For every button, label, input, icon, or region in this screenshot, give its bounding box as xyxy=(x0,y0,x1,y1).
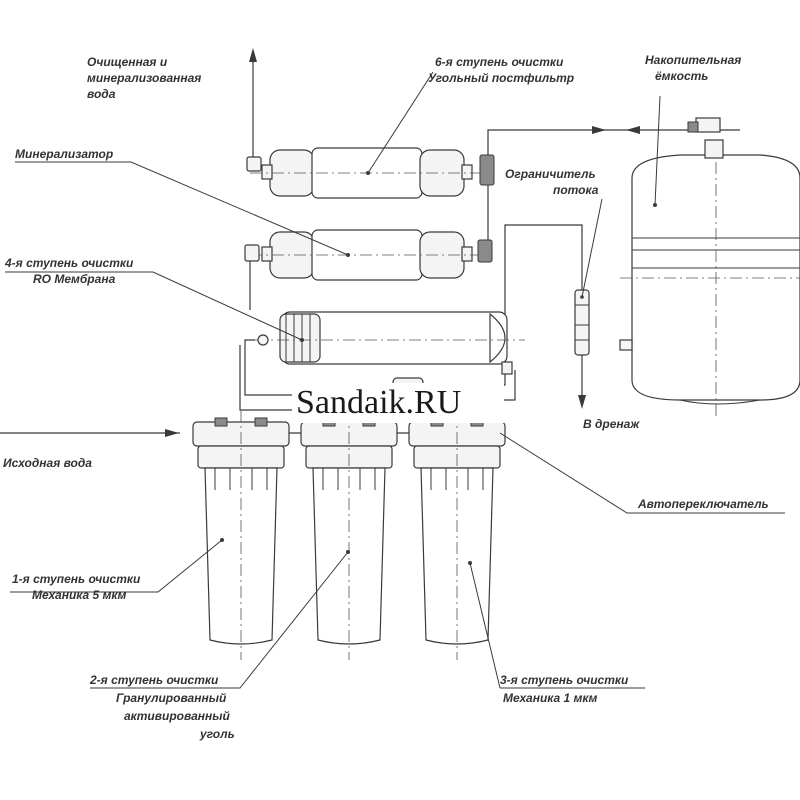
flow-limiter xyxy=(574,289,590,356)
watermark: Sandaik.RU xyxy=(296,384,461,421)
label-auto-switch: Автопереключатель xyxy=(637,497,769,511)
label-drain: В дренаж xyxy=(583,417,640,431)
label-mineralizer: Минерализатор xyxy=(15,147,113,161)
leader-lines xyxy=(5,71,785,689)
mineralizer xyxy=(244,229,493,281)
label-source-water: Исходная вода xyxy=(3,456,92,470)
post-carbon-filter xyxy=(246,147,495,199)
watermark-backdrop xyxy=(292,383,504,423)
ro-membrane xyxy=(255,311,525,375)
housing-stage1 xyxy=(192,410,290,660)
storage-tank xyxy=(619,117,800,420)
housing-stage2 xyxy=(300,410,398,660)
housing-stage3 xyxy=(408,410,506,660)
